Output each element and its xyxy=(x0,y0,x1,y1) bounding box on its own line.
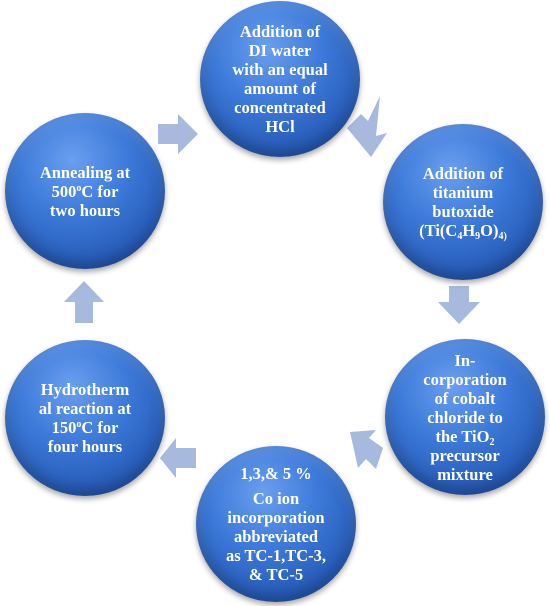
degree-superscript: o xyxy=(76,182,82,194)
step-text-line: HCl xyxy=(265,117,295,136)
degree-superscript: o xyxy=(76,419,82,430)
step-hydrothermal-reaction-node: Hydrotherm al reaction at 150oC for four… xyxy=(5,340,165,496)
step-text-line: amount of xyxy=(244,79,316,98)
chemical-formula: (Ti(C4H9O)4) xyxy=(419,221,507,242)
formula-part: (Ti(C xyxy=(419,221,458,240)
step-text-line: DI water xyxy=(248,41,312,60)
temp-value: 150 xyxy=(51,418,77,437)
step-text-line: mixture xyxy=(437,464,493,484)
temp-value: 500 xyxy=(51,181,77,201)
formula-subscript: 9 xyxy=(475,231,481,242)
step-text-line: Addition of xyxy=(422,164,504,183)
step-text-line: as TC-1,TC-3, xyxy=(225,546,327,565)
temp-unit: C for xyxy=(81,418,119,437)
step-text-line: precursor xyxy=(430,445,500,465)
arrow-hydro-to-anneal xyxy=(64,281,104,323)
formula-part: the TiO xyxy=(435,426,490,446)
step-text-line: titanium xyxy=(432,183,494,202)
formula-subscript: 4 xyxy=(457,231,463,242)
step-text-line: Annealing at xyxy=(39,162,131,182)
temp-unit: C for xyxy=(81,181,119,201)
step-text-line: corporation xyxy=(423,369,507,389)
step-text-line: chloride to xyxy=(427,407,503,427)
step-add-di-water-node: Addition of DI water with an equal amoun… xyxy=(200,1,360,157)
temperature-line: 150oC for xyxy=(52,418,119,437)
step-text-line: butoxide xyxy=(432,202,494,221)
step-text-line: of cobalt xyxy=(434,388,496,408)
arrow-anneal-to-water xyxy=(158,114,198,154)
formula-part: H xyxy=(462,221,476,240)
step-annealing-node: Annealing at 500oC for two hours xyxy=(5,113,165,269)
step-text-line: Co ion xyxy=(252,489,300,508)
step-text-line: with an equal xyxy=(232,60,328,79)
formula-part: O) xyxy=(480,221,499,240)
arrow-coion-to-hydro xyxy=(160,438,196,478)
formula-subscript: 4) xyxy=(498,231,507,242)
step-text-line: & TC-5 xyxy=(248,565,304,584)
step-co-ion-incorporation-node: 1,3,& 5 % Co ion incorporation abbreviat… xyxy=(196,446,356,602)
step-text-line: incorporation xyxy=(227,508,325,527)
step-text-line: Addition of xyxy=(239,22,321,41)
step-text-line: abbreviated xyxy=(233,527,319,546)
tio2-line: the TiO2 xyxy=(435,426,495,448)
step-cobalt-chloride-node: In- corporation of cobalt chloride to th… xyxy=(385,339,545,495)
arrow-water-to-butoxide xyxy=(347,96,387,157)
step-text-line: 1,3,& 5 % xyxy=(240,464,312,483)
step-text-line: two hours xyxy=(49,200,121,220)
formula-subscript: 2 xyxy=(489,436,495,448)
step-text-line: Hydrotherm xyxy=(40,380,130,399)
step-text-line: four hours xyxy=(47,437,123,456)
step-text-line: al reaction at xyxy=(38,399,132,418)
step-add-titanium-butoxide-node: Addition of titanium butoxide (Ti(C4H9O)… xyxy=(383,124,543,280)
arrow-butoxide-to-cobalt xyxy=(438,286,480,324)
step-text-line: In- xyxy=(454,350,476,370)
step-text-line: concentrated xyxy=(234,98,326,117)
arrow-cobalt-to-coion xyxy=(350,430,383,469)
temperature-line: 500oC for xyxy=(52,182,119,201)
